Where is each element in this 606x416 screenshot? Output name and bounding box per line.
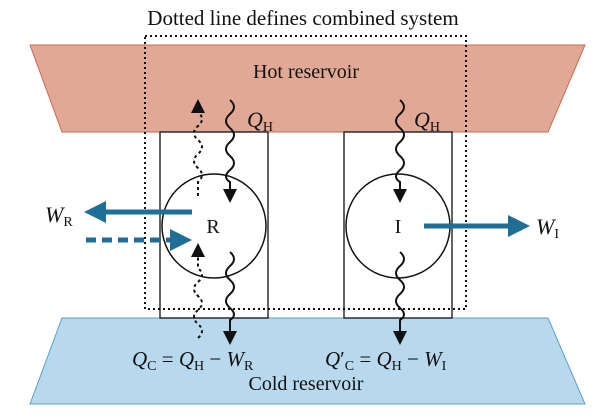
- work-in-r-arrow: [86, 229, 192, 251]
- heat-flow-i-top-down: [393, 99, 407, 203]
- hot-reservoir-shape: [29, 44, 586, 133]
- heat-flow-r-bottom-up: [191, 243, 205, 339]
- heat-flow-r-top-down: [223, 99, 237, 203]
- wi-label: WI: [536, 214, 559, 242]
- work-out-i-arrow: [424, 215, 530, 237]
- combined-system-caption: Dotted line defines combined system: [147, 6, 459, 30]
- combined-system-boundary: [144, 35, 467, 310]
- qc-equation-r: QC = QH − WR: [132, 347, 254, 374]
- heat-flow-i-bottom-down: [393, 251, 407, 345]
- engine-r-circle: [161, 173, 267, 279]
- qh-r-label: QH: [247, 107, 273, 135]
- heat-flow-r-top-up: [191, 99, 205, 196]
- heat-flow-r-bottom-down: [223, 251, 237, 345]
- engine-i-label: I: [395, 216, 402, 238]
- engine-r-label: R: [206, 216, 220, 238]
- qc-equation-i: Q′C = QH − WI: [325, 347, 447, 374]
- wr-label: WR: [45, 202, 73, 230]
- engine-r-box: [159, 131, 269, 319]
- hot-reservoir-label: Hot reservoir: [253, 61, 359, 83]
- qh-i-label: QH: [414, 107, 440, 135]
- cold-reservoir-label: Cold reservoir: [249, 373, 364, 395]
- work-out-r-arrow: [84, 201, 192, 223]
